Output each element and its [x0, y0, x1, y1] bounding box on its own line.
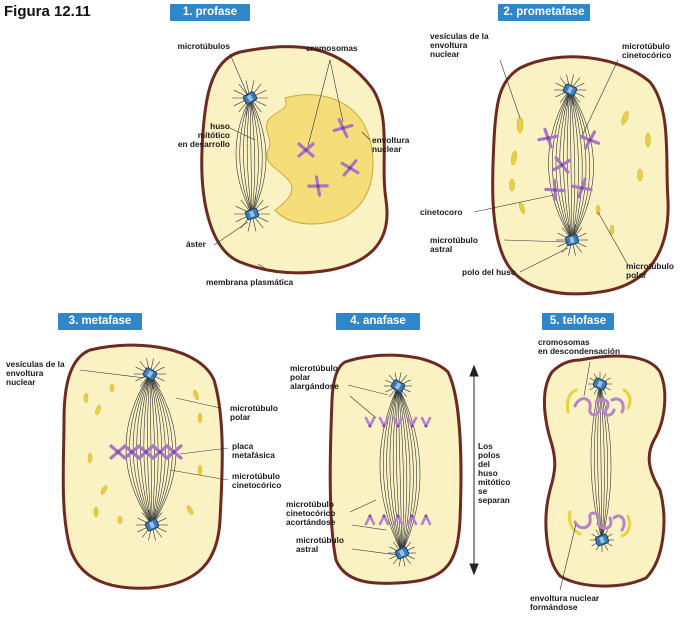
label-vesiculas-envoltura: vesículas de la envoltura nuclear	[430, 31, 489, 59]
label-placa-metafasica: placa metafásica	[232, 441, 275, 460]
label-microtubulos: microtúbulos	[177, 41, 230, 51]
spindle-fiber	[548, 89, 573, 241]
spindle-fiber	[599, 383, 605, 541]
spindle-fiber	[392, 385, 403, 554]
label-envoltura-nuclear: envoltura nuclear	[372, 135, 410, 154]
cell-anafase	[328, 353, 479, 585]
spindle-fiber	[397, 385, 408, 554]
cell-profase	[200, 45, 389, 275]
label-membrana-plasmatica: membrana plasmática	[206, 277, 294, 287]
phase-header-profase: 1. profase	[170, 4, 250, 21]
label-cromosomas-descondensacion: cromosomas en descondensación	[538, 337, 621, 356]
spindle-fiber	[235, 97, 253, 215]
spindle-fiber	[569, 89, 591, 241]
label-cromosomas: cromosomas	[306, 43, 358, 53]
spindle-fiber	[397, 385, 421, 554]
label-mt-cinetocorico-metafase: microtúbulo cinetocórico	[232, 471, 282, 490]
spindle-fiber	[569, 89, 576, 241]
spindle-fiber	[599, 383, 612, 541]
cell-telofase	[542, 354, 667, 591]
label-aster: áster	[186, 239, 206, 249]
spindle-fiber	[569, 89, 579, 241]
spindle-fiber	[379, 385, 403, 554]
phase-header-anafase: 4. anafase	[336, 313, 420, 330]
spindle-fiber	[239, 97, 253, 215]
spindle-fiber	[139, 373, 153, 526]
spindle-fiber	[566, 89, 573, 241]
cell-prometafase	[473, 55, 670, 296]
spindle-fiber	[599, 383, 609, 541]
label-mt-polar-metafase: microtúbulo polar	[230, 403, 278, 422]
label-mt-polar: microtúbulo polar	[626, 261, 674, 280]
spindle-fiber	[397, 385, 417, 554]
spindle-fiber	[569, 89, 573, 241]
label-mt-cinetocorico-acortandose: microtúbulo cinetocórico acortándose	[286, 499, 336, 527]
phase-header-prometafase: 2. prometafase	[498, 4, 590, 21]
spindle-fiber	[397, 385, 403, 554]
spindle-fiber	[397, 385, 411, 554]
cell-metafase	[61, 343, 229, 590]
spindle-fiber	[125, 373, 153, 526]
spindle-fiber	[149, 373, 155, 526]
label-mt-astral-anafase: microtúbulo astral	[296, 535, 344, 554]
spindle-fiber	[397, 385, 404, 554]
spindle-fiber	[249, 97, 253, 215]
label-mt-astral: microtúbulo astral	[430, 235, 478, 254]
label-polos-se-separan: Los polos del huso mitótico se separan	[478, 441, 511, 505]
phase-header-metafase: 3. metafase	[58, 313, 142, 330]
spindle-fiber	[569, 89, 594, 241]
spindle-fiber	[383, 385, 403, 554]
spindle-fiber	[386, 385, 403, 554]
spindle-fiber	[249, 97, 256, 215]
spindle-fiber	[397, 385, 414, 554]
label-huso-mitotico: huso mitótico en desarrollo	[177, 121, 230, 149]
spindle-fiber	[249, 97, 263, 215]
spindle-fiber	[555, 89, 573, 241]
spindle-fiber	[396, 385, 403, 554]
label-vesiculas-envoltura-metafase: vesículas de la envoltura nuclear	[6, 359, 65, 387]
phase-header-telofase: 5. telofase	[542, 313, 614, 330]
label-mt-polar-alargandose: microtúbulo polar alargándose	[290, 363, 339, 391]
spindle-fiber	[599, 383, 603, 541]
label-envoltura-formandose: envoltura nuclear formándose	[530, 593, 600, 612]
figure-title: Figura 12.11	[4, 3, 91, 20]
label-mt-cinetocorico: microtúbulo cinetocórico	[622, 41, 672, 60]
spindle-fiber	[569, 89, 583, 241]
spindle-fiber	[569, 89, 587, 241]
label-polo-del-huso: polo del huso	[462, 267, 516, 277]
spindle-fiber	[249, 97, 267, 215]
spindle-fiber	[389, 385, 403, 554]
spindle-fiber	[551, 89, 573, 241]
spindle-fiber	[246, 97, 253, 215]
spindle-fiber	[597, 383, 603, 541]
label-cinetocoro: cinetocoro	[420, 207, 463, 217]
